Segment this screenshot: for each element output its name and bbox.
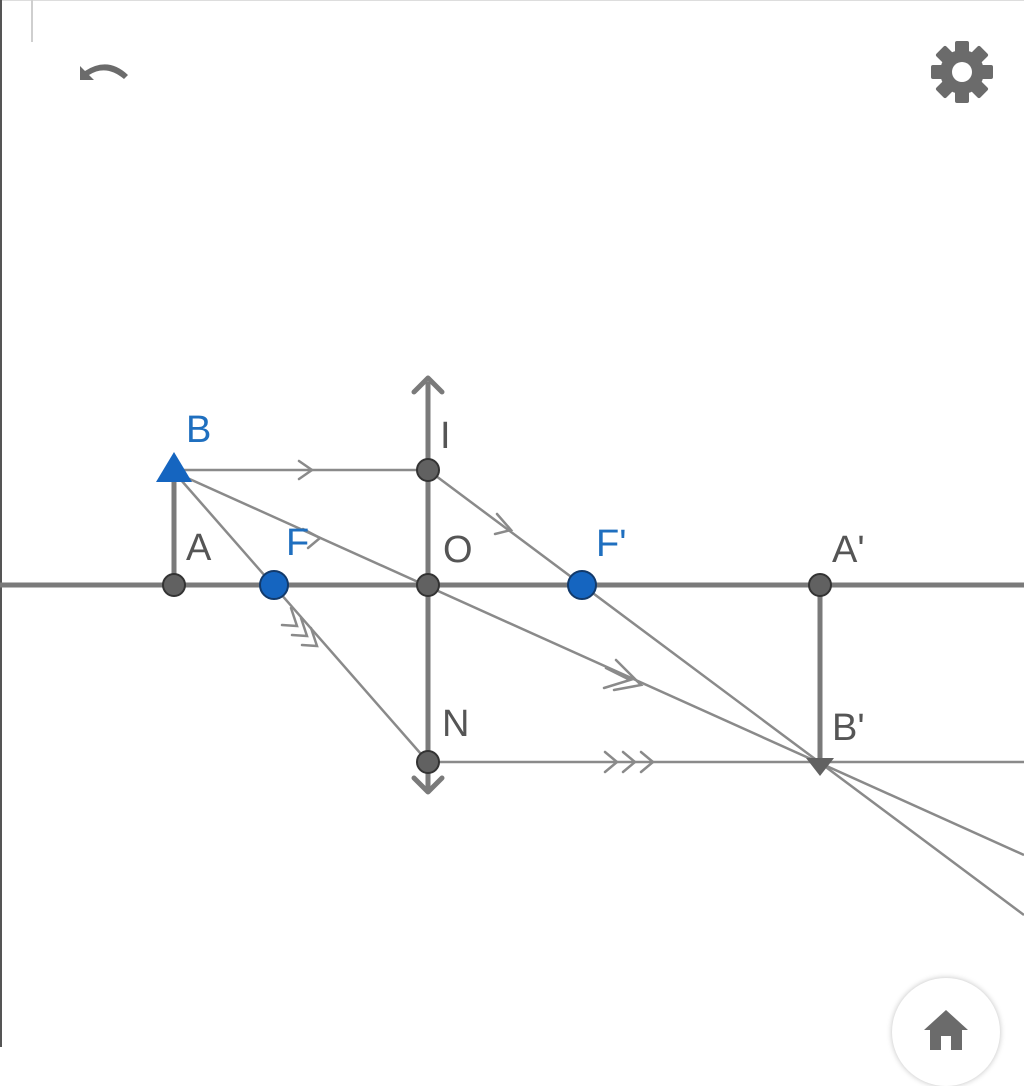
label-A: A (186, 527, 212, 569)
ray-direction-mark (621, 750, 637, 774)
ray-direction-mark (603, 750, 619, 774)
ray-direction-mark (612, 658, 644, 692)
gear-icon (931, 41, 993, 103)
lens-bottom-arrow (411, 775, 445, 795)
label-F: F (286, 522, 309, 564)
point-A[interactable] (162, 573, 186, 597)
ray-direction-mark (297, 459, 315, 481)
label-O: O (443, 529, 473, 571)
undo-button[interactable] (66, 46, 142, 102)
label-Aprime: A' (832, 529, 865, 571)
point-Aprime[interactable] (808, 573, 832, 597)
label-Fprime: F' (596, 523, 626, 565)
settings-button[interactable] (922, 36, 1002, 112)
top-border (0, 0, 1024, 1)
ray-direction-mark (290, 616, 309, 638)
label-Bprime: B' (832, 707, 865, 749)
point-N[interactable] (416, 750, 440, 774)
label-I: I (440, 415, 451, 457)
text-cursor-mark (31, 0, 33, 42)
point-Fprime[interactable] (567, 570, 597, 600)
ray-direction-mark (493, 512, 514, 536)
point-I[interactable] (416, 458, 440, 482)
home-button[interactable] (892, 978, 1000, 1086)
label-B: B (186, 409, 211, 451)
ray-direction-mark (639, 750, 655, 774)
ray-direction-mark (300, 626, 319, 648)
left-border (0, 0, 2, 1047)
ray-direction-mark (301, 527, 323, 550)
label-N: N (442, 703, 469, 745)
ray-direction-mark (280, 606, 299, 628)
lens-ray-diagram: B A F I O F' A' N B' (0, 375, 1024, 917)
undo-icon (80, 64, 128, 80)
point-O[interactable] (416, 573, 440, 597)
ray-direction-mark (602, 666, 634, 690)
image-arrowhead-Bprime (806, 758, 834, 776)
ray-I-through-Fprime (427, 468, 1024, 917)
point-F[interactable] (259, 570, 289, 600)
home-icon (924, 1010, 968, 1050)
lens-top-arrow (411, 375, 445, 395)
point-B[interactable] (156, 452, 192, 482)
